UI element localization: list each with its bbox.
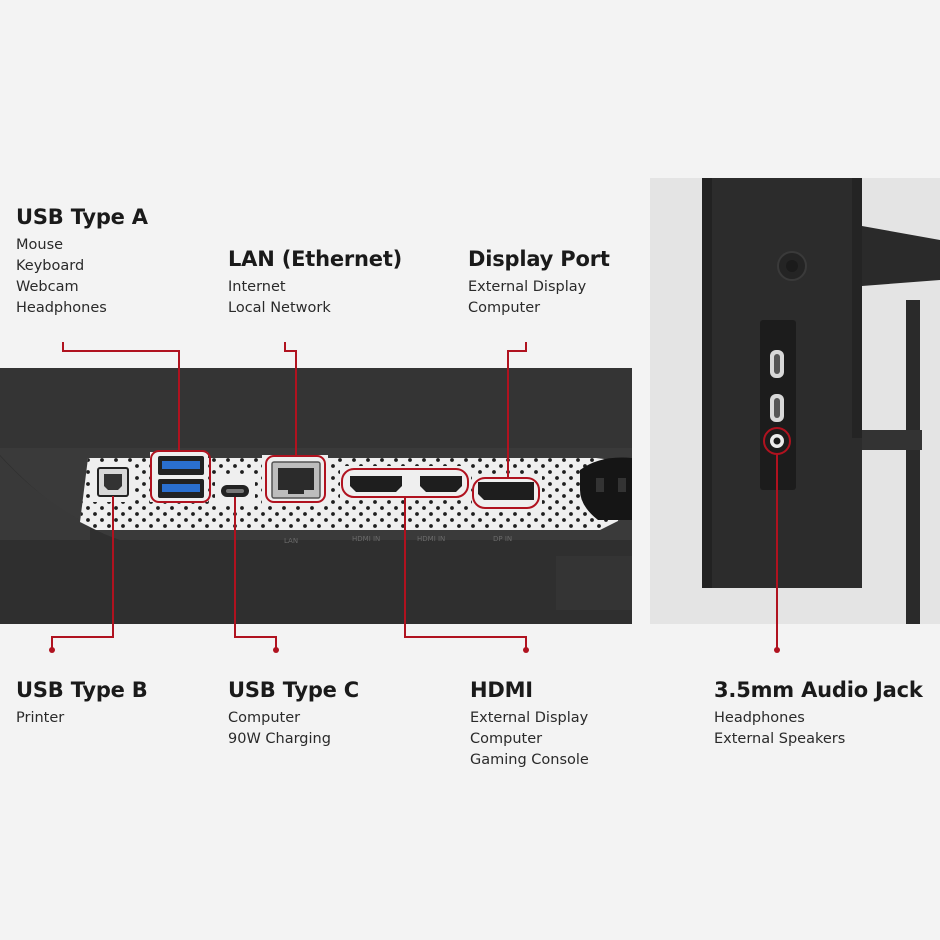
use-item: Computer bbox=[228, 710, 301, 726]
use-item: Computer bbox=[468, 300, 541, 316]
port-title: 3.5mm Audio Jack bbox=[714, 678, 923, 702]
port-title: USB Type C bbox=[228, 678, 360, 702]
rear-panel-photo: LAN HDMI IN HDMI IN DP IN bbox=[0, 368, 632, 624]
use-item: Mouse bbox=[16, 237, 64, 253]
label-audio-jack: 3.5mm Audio Jack Headphones External Spe… bbox=[714, 678, 923, 750]
side-panel-photo bbox=[650, 178, 940, 624]
port-title: LAN (Ethernet) bbox=[228, 247, 403, 271]
callout-lines bbox=[51, 342, 778, 650]
use-item: Webcam bbox=[16, 279, 79, 295]
use-item: Internet bbox=[228, 279, 286, 295]
panel-port-label: DP IN bbox=[493, 535, 512, 543]
use-item: Keyboard bbox=[16, 258, 85, 274]
label-usb-type-c: USB Type C Computer 90W Charging bbox=[228, 678, 359, 750]
label-display-port: Display Port External Display Computer bbox=[468, 247, 610, 319]
use-item: External Speakers bbox=[714, 731, 846, 747]
panel-port-label: LAN bbox=[284, 537, 298, 545]
label-usb-type-a: USB Type A Mouse Keyboard Webcam Headpho… bbox=[16, 205, 148, 319]
use-item: Computer bbox=[470, 731, 543, 747]
use-item: Printer bbox=[16, 710, 65, 726]
use-item: Headphones bbox=[16, 300, 107, 316]
label-lan: LAN (Ethernet) Internet Local Network bbox=[228, 247, 402, 319]
use-item: External Display bbox=[470, 710, 589, 726]
port-title: HDMI bbox=[470, 678, 533, 702]
use-item: Gaming Console bbox=[470, 752, 589, 768]
port-title: USB Type A bbox=[16, 205, 148, 229]
use-item: 90W Charging bbox=[228, 731, 331, 747]
use-item: Headphones bbox=[714, 710, 805, 726]
port-title: Display Port bbox=[468, 247, 610, 271]
label-hdmi: HDMI External Display Computer Gaming Co… bbox=[470, 678, 589, 771]
use-item: External Display bbox=[468, 279, 587, 295]
panel-port-label: HDMI IN bbox=[352, 535, 380, 543]
use-item: Local Network bbox=[228, 300, 331, 316]
panel-port-label: HDMI IN bbox=[417, 535, 445, 543]
port-title: USB Type B bbox=[16, 678, 148, 702]
label-usb-type-b: USB Type B Printer bbox=[16, 678, 148, 729]
